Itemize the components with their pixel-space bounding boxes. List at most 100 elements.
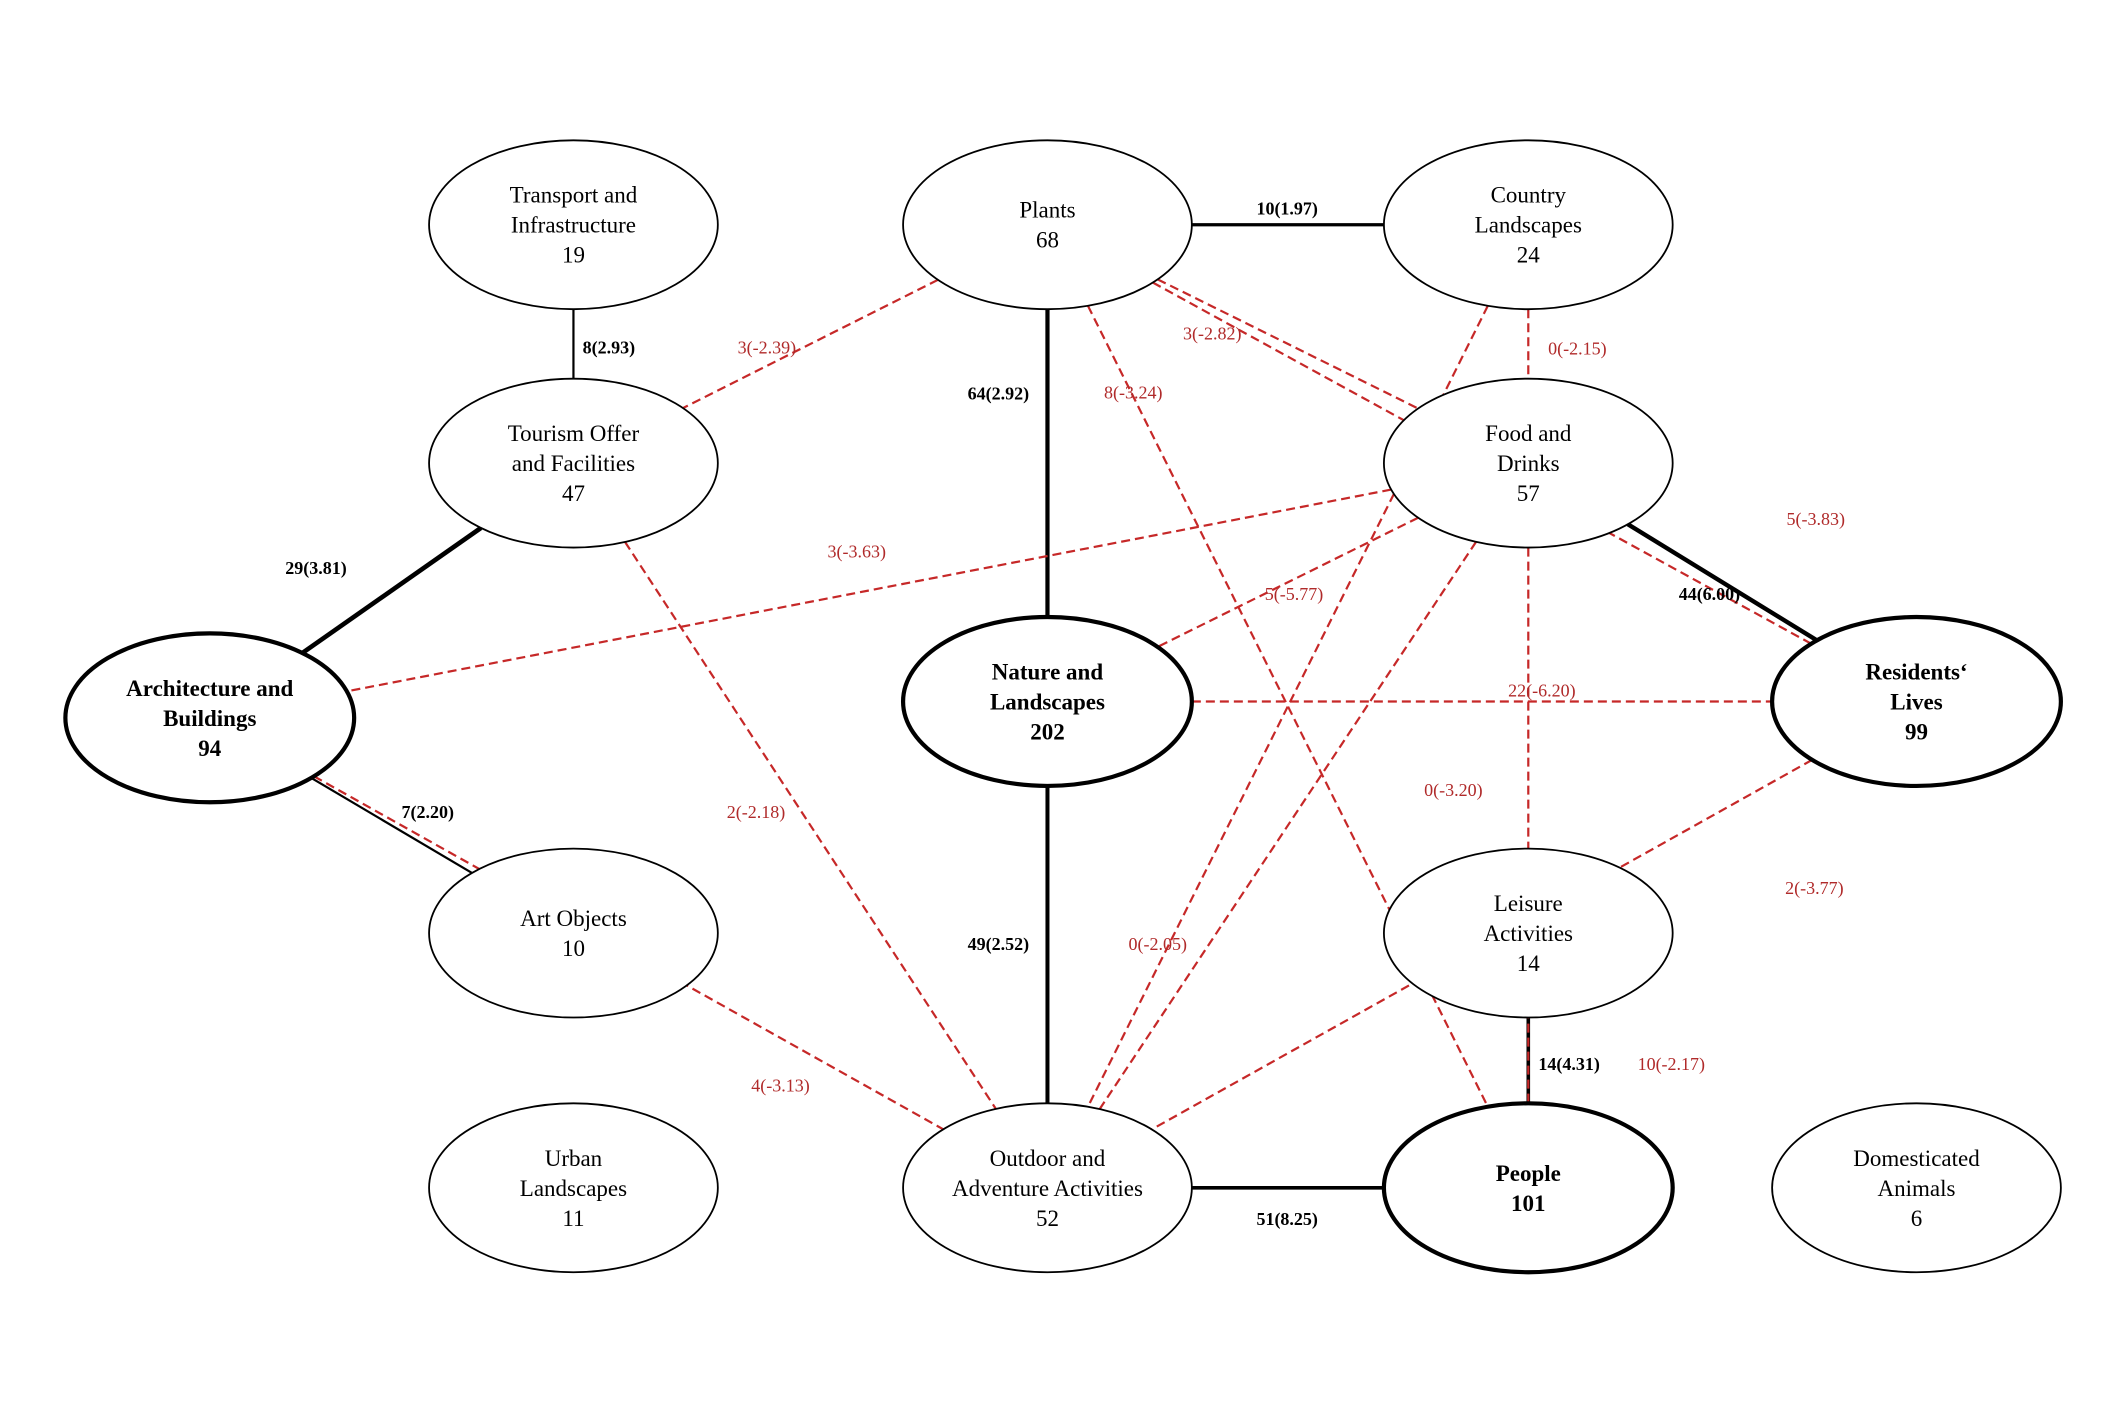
edge-label-outdoor-people: 51(8.25) — [1256, 1209, 1318, 1230]
node-text-domesticated: Domesticated — [1853, 1146, 1980, 1171]
edge-tourism-architecture — [300, 526, 483, 655]
node-text-plants: Plants — [1019, 198, 1075, 223]
node-residents: Residents‘ Lives 99 — [1770, 614, 2063, 789]
edge-food-architecture — [346, 488, 1392, 693]
node-ellipse-residents — [1770, 614, 2063, 789]
edge-label-architecture-art: 7(2.20) — [401, 802, 454, 823]
node-text-urban: Urban — [545, 1146, 603, 1171]
node-text-food: Drinks — [1497, 451, 1560, 476]
node-text-architecture: 94 — [198, 736, 222, 761]
node-people: People 101 — [1381, 1101, 1675, 1275]
node-text-nature: Landscapes — [990, 689, 1105, 714]
node-text-tourism: 47 — [562, 481, 585, 506]
node-text-nature: Nature and — [992, 659, 1104, 684]
node-text-people: People — [1496, 1161, 1561, 1186]
node-text-food: Food and — [1485, 421, 1572, 446]
node-text-leisure: Leisure — [1494, 891, 1563, 916]
edge-label-plants-food: 3(-2.82) — [1183, 324, 1241, 345]
edge-architecture-outdoor — [313, 775, 944, 1131]
edge-label-country-food: 0(-2.15) — [1548, 339, 1606, 360]
node-ellipse-plants — [902, 139, 1193, 311]
node-text-outdoor: Adventure Activities — [952, 1176, 1143, 1201]
node-text-transport: 19 — [562, 243, 585, 268]
edge-label-plants-nature: 64(2.92) — [968, 384, 1030, 405]
nodes-layer: Transport andInfrastructure19Plants68Cou… — [63, 139, 2063, 1275]
node-text-art: Art Objects — [520, 906, 627, 931]
node-ellipse-leisure — [1383, 847, 1674, 1019]
edge-food-residents — [1626, 522, 1819, 643]
edge-architecture-art — [310, 776, 473, 874]
node-text-outdoor: 52 — [1036, 1206, 1059, 1231]
edge-labels-layer: 8(2.93) 10(1.97) 64(2.92) 29(3.81) 44(6.00) 7… — [285, 198, 1845, 1230]
edge-label-tourism-architecture: 29(3.81) — [285, 558, 347, 579]
node-art: Art Objects 10 — [428, 847, 719, 1019]
node-text-residents: 99 — [1905, 719, 1928, 744]
edge-country-outdoor — [1086, 305, 1489, 1108]
node-ellipse-transport — [428, 139, 719, 311]
edge-tourism-outdoor — [624, 541, 997, 1110]
node-text-residents: Residents‘ — [1865, 659, 1967, 684]
edge-label-nature-outdoor: 49(2.52) — [968, 934, 1030, 955]
edge-food-outdoor — [1098, 541, 1477, 1110]
node-ellipse-art — [428, 847, 719, 1019]
node-text-plants: 68 — [1036, 228, 1059, 253]
node-text-country: Landscapes — [1475, 213, 1582, 238]
node-text-leisure: 14 — [1517, 951, 1541, 976]
edge-label-plants-people: 8(-3.24) — [1104, 382, 1162, 403]
node-text-food: 57 — [1517, 481, 1540, 506]
edge-label-plants-residents: 5(-3.83) — [1786, 509, 1844, 530]
edge-label-transport-tourism: 8(2.93) — [583, 337, 636, 358]
node-text-country: 24 — [1517, 243, 1541, 268]
node-plants: Plants 68 — [902, 139, 1193, 311]
node-text-domesticated: Animals — [1878, 1176, 1956, 1201]
edge-plants-food — [1157, 278, 1419, 410]
node-ellipse-people — [1381, 1101, 1675, 1275]
node-text-tourism: Tourism Offer — [508, 421, 640, 446]
node-ellipse-architecture — [63, 631, 357, 805]
node-text-tourism: and Facilities — [512, 451, 635, 476]
node-text-urban: 11 — [562, 1206, 584, 1231]
edge-label-residents-outdoor: 2(-3.77) — [1785, 878, 1843, 899]
node-text-nature: 202 — [1030, 719, 1065, 744]
edge-label-food-people: 10(-2.17) — [1638, 1054, 1705, 1075]
node-text-people: 101 — [1511, 1191, 1546, 1216]
node-ellipse-country — [1383, 139, 1674, 311]
edge-label-nature-residents: 22(-6.20) — [1508, 681, 1575, 702]
node-ellipse-domesticated — [1771, 1102, 2062, 1274]
node-ellipse-food — [1383, 377, 1674, 549]
node-text-outdoor: Outdoor and — [990, 1146, 1106, 1171]
edge-label-food-nature: 5(-5.77) — [1265, 584, 1323, 605]
node-tourism: Tourism Offer and Facilities 47 — [428, 377, 719, 549]
node-text-domesticated: 6 — [1911, 1206, 1923, 1231]
node-ellipse-nature — [900, 614, 1194, 789]
edge-label-leisure-people: 14(4.31) — [1538, 1054, 1600, 1075]
node-text-residents: Lives — [1890, 689, 1942, 714]
node-text-art: 10 — [562, 936, 585, 961]
edge-label-plants-country: 10(1.97) — [1256, 198, 1318, 219]
node-text-architecture: Architecture and — [126, 676, 293, 701]
node-text-transport: Transport and — [510, 183, 638, 208]
edge-label-tourism-outdoor: 2(-2.18) — [727, 802, 785, 823]
node-text-leisure: Activities — [1484, 921, 1573, 946]
node-ellipse-tourism — [428, 377, 719, 549]
edge-label-plants-tourism: 3(-2.39) — [738, 337, 796, 358]
node-ellipse-urban — [428, 1102, 719, 1274]
edge-food-nature — [1157, 516, 1419, 648]
node-text-transport: Infrastructure — [511, 213, 636, 238]
edges-layer — [300, 223, 1819, 1190]
node-text-urban: Landscapes — [520, 1176, 627, 1201]
edge-label-country-outdoor: 0(-2.05) — [1129, 934, 1187, 955]
edge-label-food-residents: 44(6.00) — [1679, 584, 1741, 605]
node-text-architecture: Buildings — [163, 706, 256, 731]
edge-plants-tourism — [682, 278, 939, 410]
node-ellipse-outdoor — [902, 1102, 1193, 1274]
